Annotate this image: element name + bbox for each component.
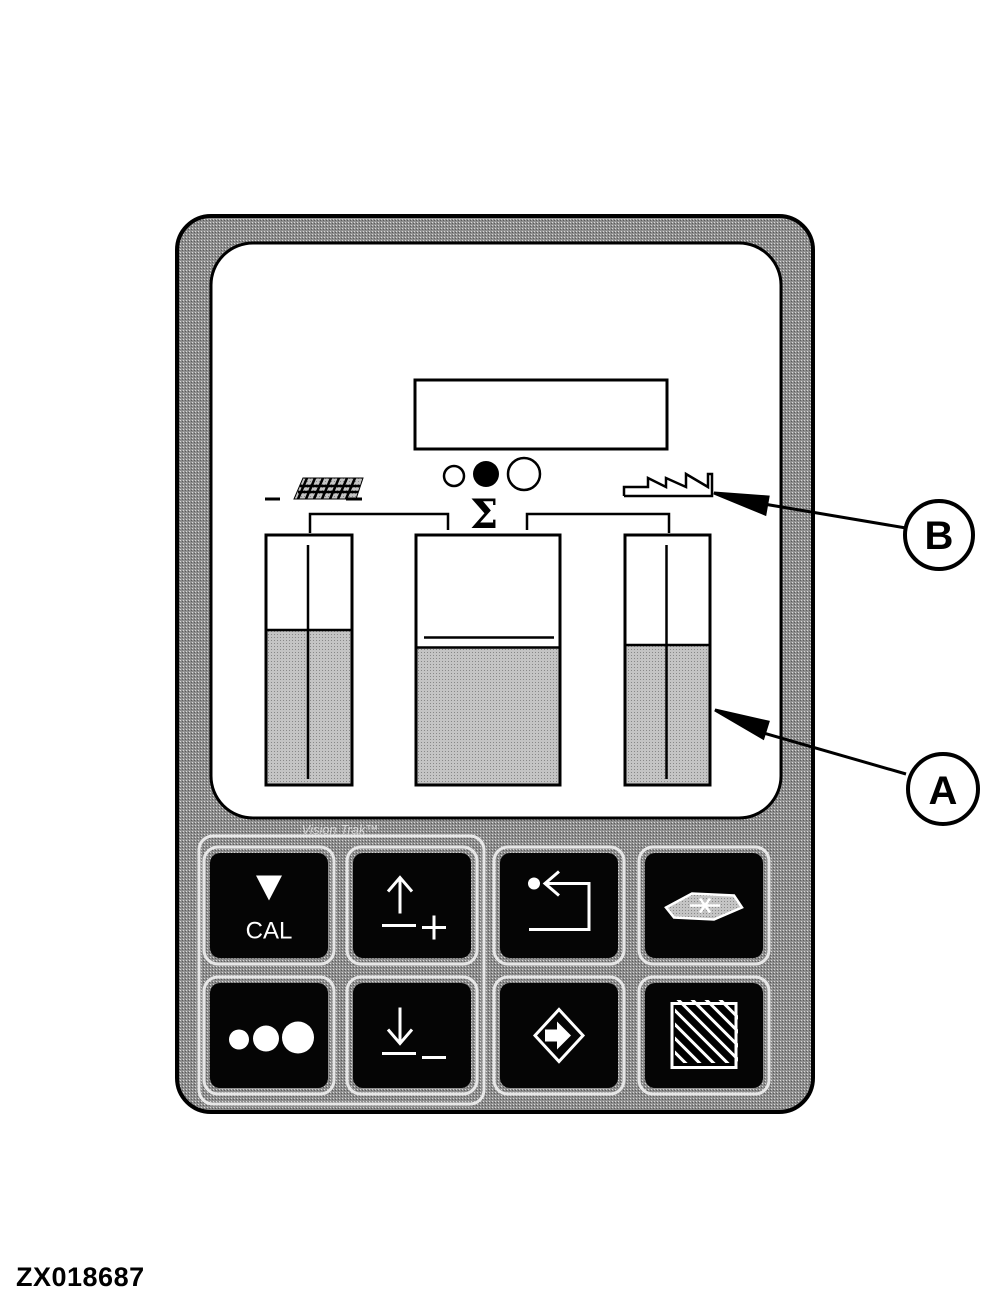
indicator-small-icon (442, 464, 466, 488)
callout-b: B (903, 499, 975, 571)
key-return-face (500, 853, 618, 958)
callout-a-label: A (929, 769, 958, 813)
bar-right (623, 533, 712, 787)
key-select-button[interactable] (202, 975, 336, 1096)
digital-readout (413, 378, 669, 451)
hatched-flag-icon (265, 477, 364, 501)
key-decrease-bezel (345, 975, 479, 1096)
field-map-icon (664, 892, 744, 921)
callout-b-label: B (925, 514, 954, 558)
key-area-button[interactable] (604, 975, 796, 1096)
callout-a: A (906, 752, 980, 826)
key-increase-bezel (345, 845, 479, 966)
key-select-bezel (202, 975, 336, 1096)
triangle-down-icon (256, 875, 282, 901)
key-decrease-button[interactable] (345, 975, 479, 1096)
key-increase-face (353, 853, 471, 958)
bar-right-frame (623, 533, 712, 787)
connector-lines (308, 512, 671, 533)
key-return-bezel (492, 845, 626, 966)
arrow-up-plus-icon (382, 875, 446, 940)
diamond-arrow-icon (532, 1007, 586, 1064)
three-dots-icon (229, 1021, 314, 1054)
brand-label: Vision Trak™ (302, 822, 379, 837)
key-field-bezel (637, 845, 771, 966)
indicator-large-icon (506, 456, 542, 492)
bar-graphs (264, 533, 712, 787)
keypad: CAL (202, 845, 796, 1096)
key-cal-button[interactable]: CAL (202, 845, 336, 966)
bar-center-level (416, 647, 560, 785)
callout-leaders (713, 491, 907, 776)
key-return-button[interactable] (492, 845, 626, 966)
bar-left-frame (264, 533, 354, 787)
dot-return-arrow-icon (528, 870, 591, 931)
bar-center (414, 533, 562, 787)
indicator-medium-filled-icon (473, 461, 499, 487)
key-field-button[interactable] (637, 845, 771, 966)
bar-center-frame (414, 533, 562, 787)
key-cal-bezel (202, 845, 336, 966)
keypad-left-group (197, 834, 486, 1106)
sigma-icon: Σ (470, 491, 498, 538)
key-cal-label: CAL (246, 918, 293, 945)
bar-left (264, 533, 354, 787)
figure-id: ZX018687 (16, 1262, 145, 1292)
sawtooth-icon (622, 471, 714, 498)
key-increase-button[interactable] (345, 845, 479, 966)
arrow-down-minus-icon (382, 1007, 446, 1059)
key-area-bezel (637, 975, 771, 1096)
key-enter-bezel (492, 975, 626, 1096)
key-decrease-face (353, 983, 471, 1088)
key-cal-face (210, 853, 328, 958)
indicator-dots (442, 456, 542, 492)
hatched-square-icon (670, 1000, 738, 1069)
key-enter-button[interactable] (492, 975, 626, 1096)
